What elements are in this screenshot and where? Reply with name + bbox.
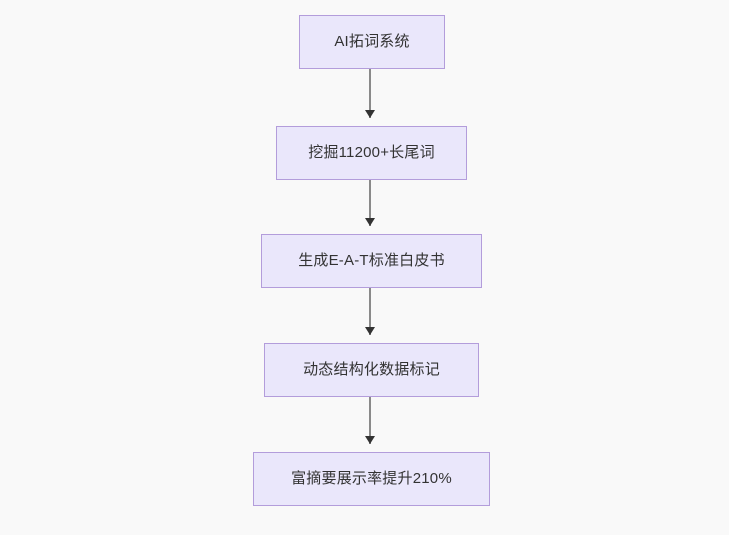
node-label: 生成E-A-T标准白皮书 — [298, 252, 445, 269]
node-label: 挖掘11200+长尾词 — [308, 144, 435, 161]
flowchart-node-mine-longtail-keywords[interactable]: 挖掘11200+长尾词 — [276, 126, 467, 180]
edge-n1-n2-arrow — [365, 110, 375, 118]
edge-n3-n4-arrow — [365, 327, 375, 335]
edge-n1-n2-line — [369, 69, 371, 118]
flowchart-node-dynamic-structured-data-markup[interactable]: 动态结构化数据标记 — [264, 343, 479, 397]
node-label: 富摘要展示率提升210% — [291, 470, 452, 487]
edge-n3-n4-line — [369, 288, 371, 335]
edge-n2-n3-arrow — [365, 218, 375, 226]
flowchart-node-rich-snippet-rate-increase[interactable]: 富摘要展示率提升210% — [253, 452, 490, 506]
flowchart-node-generate-eat-whitepaper[interactable]: 生成E-A-T标准白皮书 — [261, 234, 482, 288]
edge-n4-n5-arrow — [365, 436, 375, 444]
node-label: 动态结构化数据标记 — [303, 361, 440, 378]
flowchart-node-ai-keyword-system[interactable]: AI拓词系统 — [299, 15, 445, 69]
edge-n2-n3-line — [369, 180, 371, 226]
edge-n4-n5-line — [369, 397, 371, 444]
node-label: AI拓词系统 — [334, 33, 410, 50]
